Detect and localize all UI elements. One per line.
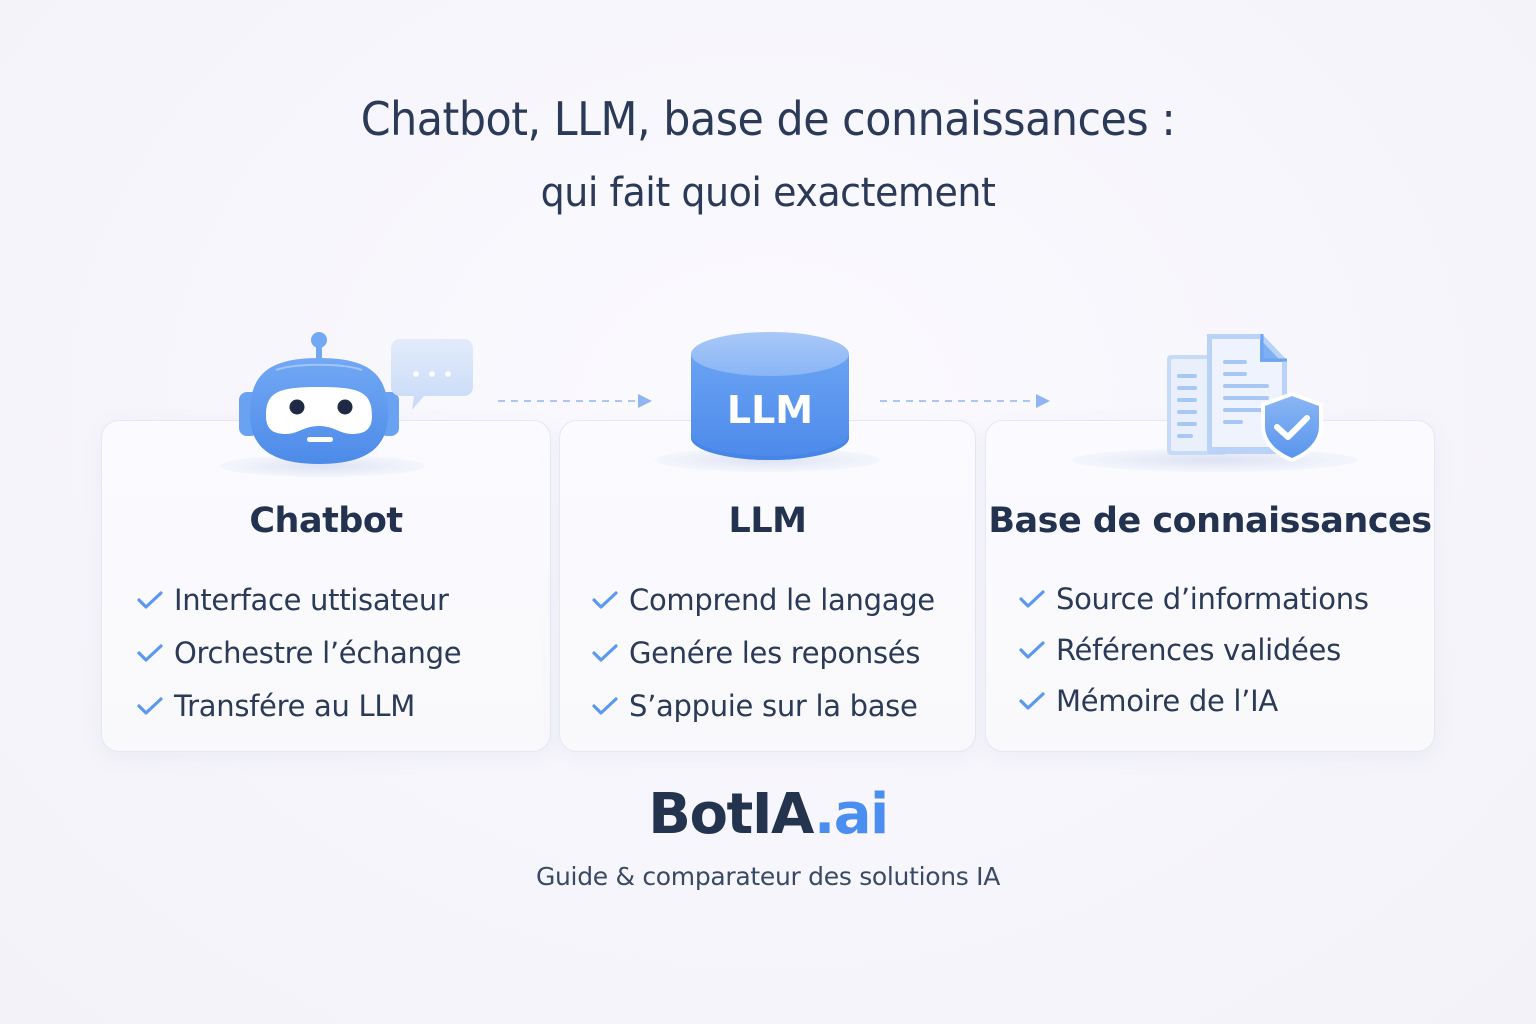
icon-shadow [220, 455, 425, 477]
brand-logo: BotIA.ai [0, 782, 1536, 847]
check-icon [137, 590, 163, 609]
check-icon [592, 590, 618, 609]
list-item: Comprend le langage [591, 573, 935, 626]
feature-list: Interface uttisateur Orchestre l’échange… [136, 573, 462, 732]
check-icon [137, 643, 163, 662]
list-item-label: Source d’informations [1056, 581, 1369, 616]
list-item-label: Interface uttisateur [174, 582, 449, 617]
list-item: Références validées [1018, 624, 1369, 675]
brand-domain: .ai [813, 782, 889, 847]
chat-bubble-icon [391, 339, 473, 410]
check-icon [592, 696, 618, 715]
card-knowledge-base: Base de connaissances Source d’informati… [985, 420, 1435, 752]
card-title: LLM [728, 501, 807, 541]
list-item: Source d’informations [1018, 573, 1369, 624]
check-icon [1019, 640, 1045, 659]
brand-name: BotIA [648, 782, 815, 847]
card-title: Chatbot [249, 501, 403, 541]
card-title: Base de connaissances [988, 501, 1432, 541]
check-icon [137, 696, 163, 715]
check-icon [1019, 589, 1045, 608]
list-item: S’appuie sur la base [591, 679, 935, 732]
list-item: Orchestre l’échange [136, 626, 462, 679]
brand-tagline: Guide & comparateur des solutions IA [535, 862, 1001, 891]
list-item: Mémoire de l’IA [1018, 675, 1369, 726]
robot-icon [239, 332, 399, 464]
list-item-label: Orchestre l’échange [174, 635, 462, 670]
documents-shield-icon [1167, 334, 1323, 462]
page-title: Chatbot, LLM, base de connaissances : [360, 92, 1176, 146]
list-item: Transfére au LLM [136, 679, 461, 732]
card-llm: LLM Comprend le langage Genére les repon… [559, 420, 976, 752]
feature-list: Comprend le langage Genére les reponsés … [591, 573, 935, 732]
list-item-label: Genére les reponsés [629, 635, 921, 670]
list-item-label: Références validées [1056, 632, 1341, 667]
list-item: Genére les reponsés [591, 626, 935, 679]
feature-list: Source d’informations Références validée… [1018, 573, 1369, 726]
list-item-label: Transfére au LLM [174, 688, 415, 723]
list-item-label: Comprend le langage [629, 582, 935, 617]
dashed-arrow-icon [880, 394, 1050, 408]
check-icon [592, 643, 618, 662]
list-item: Interface uttisateur [136, 573, 461, 626]
database-cylinder-icon: LLM [690, 330, 850, 462]
dashed-arrow-icon [498, 394, 652, 408]
list-item-label: S’appuie sur la base [629, 688, 918, 723]
page-subtitle: qui fait quoi exactement [540, 170, 996, 216]
check-icon [1019, 691, 1045, 710]
list-item-label: Mémoire de l’IA [1056, 683, 1278, 718]
cylinder-label: LLM [726, 388, 814, 432]
